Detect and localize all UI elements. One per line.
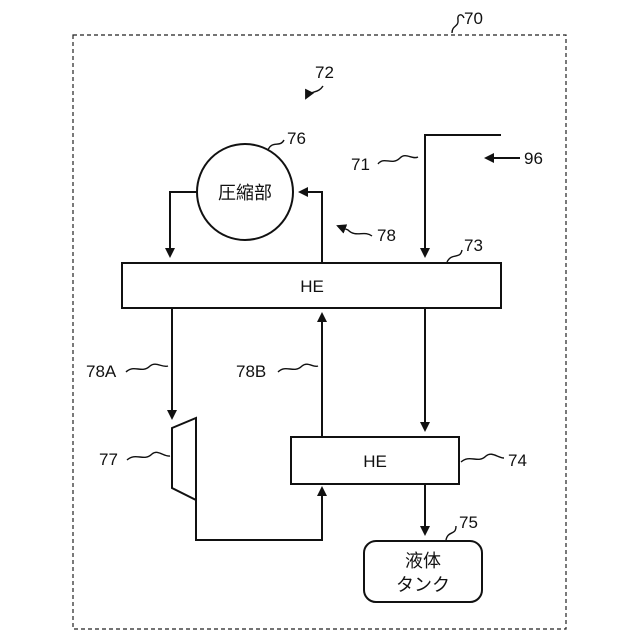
leader-75 [446,526,456,540]
leader-78a [126,364,168,372]
ref-70: 70 [464,9,483,28]
line-compressor-in [300,192,322,262]
ref-71: 71 [351,155,370,174]
heat-exchanger-sub-label: HE [363,452,387,471]
ref-78a: 78A [86,362,117,381]
ref-77: 77 [99,450,118,469]
ref-96: 96 [524,149,543,168]
ref-78b: 78B [236,362,266,381]
leader-73 [447,250,462,262]
ref-73: 73 [464,236,483,255]
tank-label-line2: タンク [396,575,450,596]
leader-72 [306,86,323,98]
line-inflow [425,135,501,256]
leader-77 [127,452,170,460]
heat-exchanger-main-label: HE [300,277,324,296]
ref-75: 75 [459,513,478,532]
leader-76 [268,140,284,150]
ref-74: 74 [508,451,527,470]
line-compressor-out [170,192,197,256]
line-expander-out [196,488,322,540]
tank-label-line1: 液体 [405,551,441,572]
leader-78b [278,364,318,372]
compressor-label: 圧縮部 [218,183,272,204]
leader-74 [461,454,504,462]
leader-70 [452,15,464,33]
ref-72: 72 [315,63,334,82]
ref-76: 76 [287,129,306,148]
expander [172,418,196,500]
leader-78 [338,226,372,236]
ref-78: 78 [377,226,396,245]
leader-71 [378,156,418,164]
